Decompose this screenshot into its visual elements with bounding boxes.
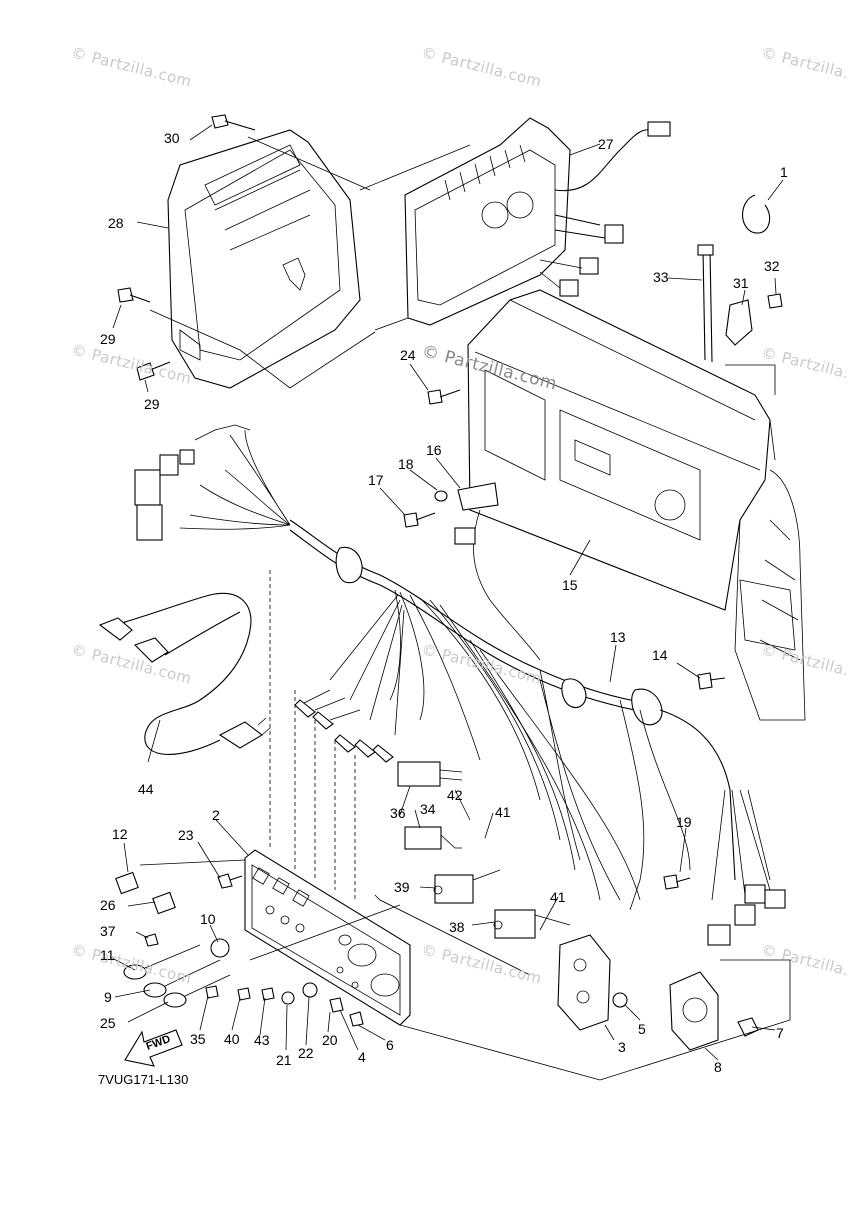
callout-28: 28 [108,215,124,231]
component-39 [433,869,501,904]
assembly-lines [139,136,791,1081]
callout-13: 13 [610,629,626,645]
clip-parts [697,194,771,363]
callout-24: 24 [400,347,416,363]
callout-23: 23 [178,827,194,843]
callout-10: 10 [200,911,216,927]
callout-3: 3 [618,1039,626,1055]
callout-21: 21 [276,1052,292,1068]
callout-34: 34 [420,801,436,817]
callout-4: 4 [358,1049,366,1065]
switch-36 [397,761,463,787]
indicator-parts [115,871,231,1008]
callout-32: 32 [764,258,780,274]
engine-side-background [734,469,806,721]
callout-20: 20 [322,1032,338,1048]
callout-6: 6 [386,1037,394,1053]
callout-27: 27 [598,136,614,152]
callout-18: 18 [398,456,414,472]
control-unit-part-27 [404,117,671,326]
callout-29: 29 [100,331,116,347]
cover-part-28 [167,129,361,389]
callout-11: 11 [100,947,115,963]
callout-42: 42 [447,787,463,803]
front-panel-part-2 [244,570,411,1026]
power-cord-part-44 [98,592,271,755]
callout-35: 35 [190,1031,206,1047]
callout-16: 16 [426,442,442,458]
screws [117,114,783,1027]
callout-44: 44 [138,781,154,797]
callout-30: 30 [164,130,180,146]
breaker-34 [404,826,462,850]
receptacle-3 [557,934,628,1031]
fwd-arrow [124,1029,183,1067]
callout-17: 17 [368,472,384,488]
callout-22: 22 [298,1045,314,1061]
receptacle-8 [669,971,759,1051]
callout-43: 43 [254,1032,270,1048]
callout-7: 7 [776,1025,784,1041]
panel-box-part-15 [467,289,771,611]
callout-41: 41 [495,804,511,820]
callout-1: 1 [780,164,788,180]
callout-26: 26 [100,897,116,913]
callout-8: 8 [714,1059,722,1075]
callout-5: 5 [638,1021,646,1037]
callout-39: 39 [394,879,410,895]
callout-33: 33 [653,269,669,285]
callout-15: 15 [562,577,578,593]
callout-36: 36 [390,805,406,821]
component-38 [493,909,571,939]
callout-12: 12 [112,826,128,842]
callout-41b: 41 [550,889,566,905]
wire-harness-part-13 [134,424,786,946]
callout-leaders [109,124,784,1061]
callout-29b: 29 [144,396,160,412]
callout-37: 37 [100,923,116,939]
callout-14: 14 [652,647,668,663]
callout-19: 19 [676,814,692,830]
callout-2: 2 [212,807,220,823]
callout-9: 9 [104,989,112,1005]
callout-38: 38 [449,919,465,935]
callout-25: 25 [100,1015,116,1031]
diagram-code: 7VUG171-L130 [98,1072,189,1087]
callout-40: 40 [224,1031,240,1047]
callout-31: 31 [733,275,749,291]
